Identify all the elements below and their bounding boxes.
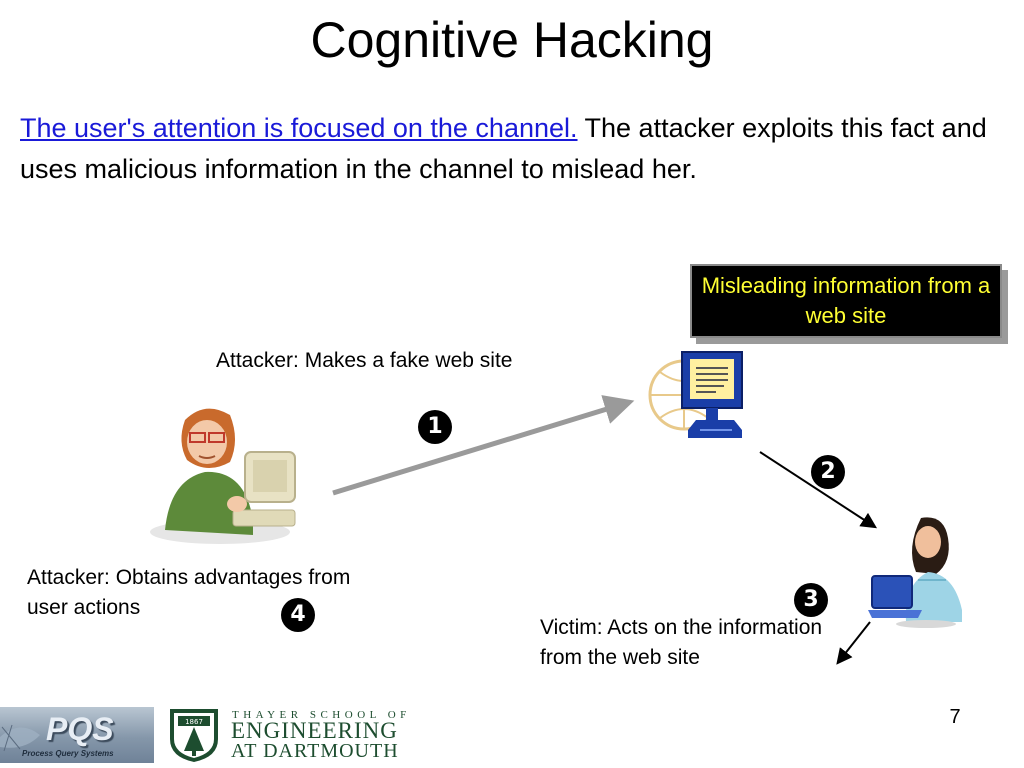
slide-title: Cognitive Hacking [310,12,714,68]
step-badge-2: 2 [811,455,845,489]
pqs-subtitle: Process Query Systems [22,749,114,758]
intro-link[interactable]: The user's attention is focused on the c… [20,113,578,143]
arrow-from-victim [836,621,871,665]
attacker-clipart-icon [150,408,296,544]
web-server-icon [648,351,743,438]
dartmouth-seal-icon: 1867 [170,709,218,762]
victim-clipart-icon [868,517,962,628]
caption-obtains-advantages: Attacker: Obtains advantages from user a… [27,566,351,619]
arrow-to-victim [759,451,878,529]
caption-victim-acts: Victim: Acts on the information from the… [540,616,823,669]
misleading-info-callout: Misleading information from a web site [690,264,1002,338]
arrow-to-website [332,395,635,496]
step-badge-4: 4 [281,598,315,632]
seal-year: 1867 [185,718,203,726]
pqs-background-graphic [0,724,40,752]
thayer-school-text: THAYER SCHOOL OF [232,709,411,721]
callout-text: Misleading information from a web site [701,273,991,328]
step-badge-3: 3 [794,583,828,617]
engineering-text: ENGINEERING [231,718,398,743]
caption-fake-site: Attacker: Makes a fake web site [216,349,513,372]
intro-text: The attacker exploits this fact and uses… [20,113,987,184]
page-number: 7 [949,706,961,728]
intro-paragraph: The user's attention is focused on the c… [20,108,1010,190]
step-badge-1: 1 [418,410,452,444]
at-dartmouth-text: AT DARTMOUTH [231,740,399,762]
pqs-logo-panel: PQS Process Query Systems [0,707,154,763]
pqs-logo-text: PQS [46,711,114,747]
